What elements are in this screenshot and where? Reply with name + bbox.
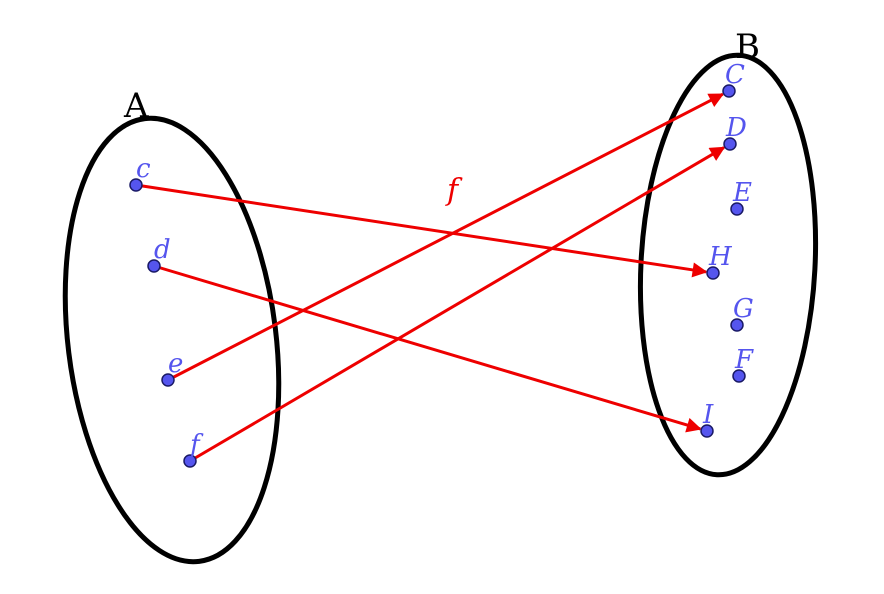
- arrow-c-to-H: [135, 183, 708, 278]
- point-label-D: D: [725, 113, 747, 143]
- point-f: [183, 454, 197, 468]
- point-label-e: e: [168, 349, 183, 379]
- set-b-outline: [637, 52, 819, 478]
- arrow-d-to-I: [153, 264, 702, 433]
- point-E: [730, 202, 744, 216]
- point-label-C: C: [725, 60, 745, 90]
- point-label-E: E: [732, 178, 752, 208]
- point-label-c: c: [136, 154, 151, 184]
- point-label-F: F: [734, 345, 754, 375]
- function-label: f: [445, 173, 463, 208]
- set-a-outline: [62, 115, 282, 565]
- mapping-arrows: [135, 92, 726, 463]
- point-label-d: d: [154, 235, 171, 265]
- point-label-H: H: [708, 242, 733, 272]
- set-b-label: B: [735, 27, 760, 67]
- arrow-e-to-C: [167, 92, 725, 382]
- point-F: [732, 369, 746, 383]
- point-I: [700, 424, 714, 438]
- point-d: [147, 259, 161, 273]
- point-H: [706, 266, 720, 280]
- point-c: [129, 178, 143, 192]
- point-G: [730, 318, 744, 332]
- point-e: [161, 373, 175, 387]
- set-a-label: A: [123, 86, 149, 126]
- point-D: [723, 137, 737, 151]
- point-label-I: I: [702, 400, 714, 430]
- point-C: [722, 84, 736, 98]
- arrow-f-to-D: [189, 146, 726, 463]
- point-label-G: G: [733, 294, 754, 324]
